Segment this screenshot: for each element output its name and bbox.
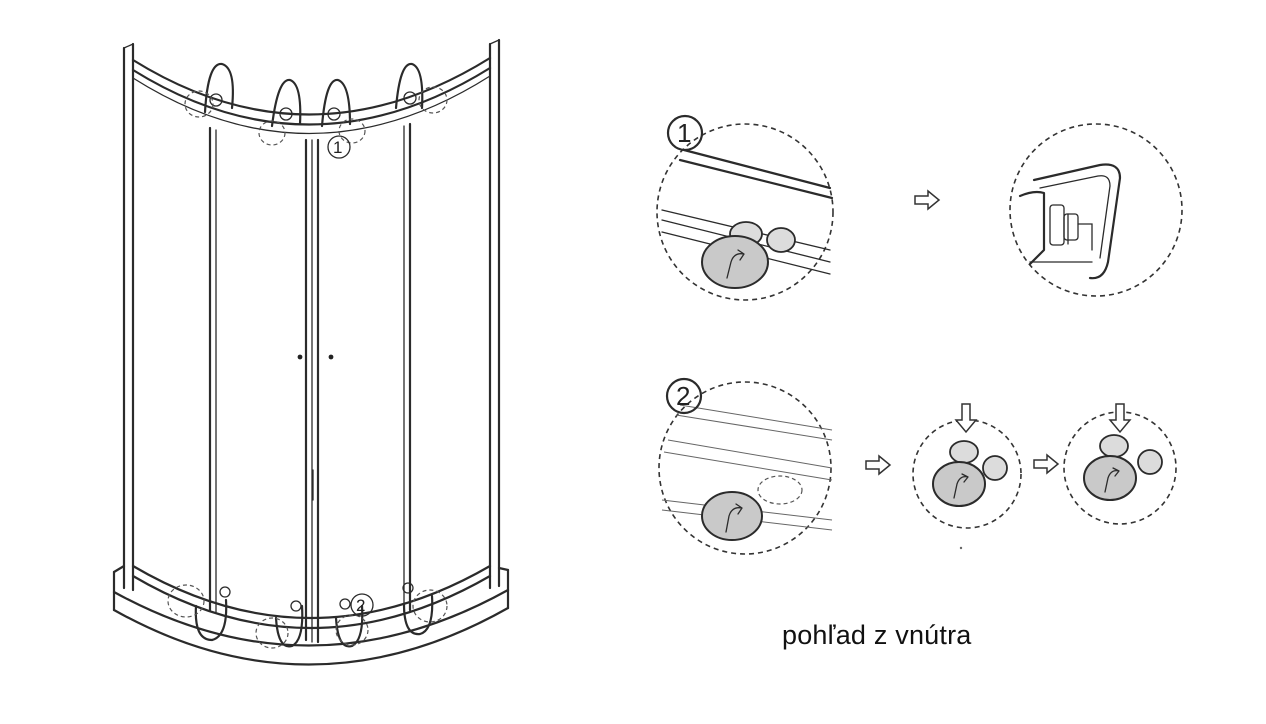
caption-inside-view: pohľad z vnútra: [782, 620, 972, 650]
callout-1-label: 1: [333, 138, 342, 157]
detail-2-step-press: [912, 403, 1022, 529]
detail-2-label: 2: [676, 381, 690, 411]
detail-1-label: 1: [677, 118, 691, 148]
arrow-right-icon: [914, 189, 941, 211]
detail-2-magnified: [658, 381, 833, 555]
callout-2-marker: 2: [350, 593, 374, 617]
arrow-right-icon: [1033, 453, 1060, 475]
detail-1-result: [1009, 123, 1183, 297]
callout-1-marker: 1: [327, 135, 351, 159]
detail-2-step-locked: [1063, 403, 1177, 525]
detail-2-number: 2: [665, 377, 703, 415]
detail-1-number: 1: [666, 114, 704, 152]
shower-enclosure: [112, 38, 510, 666]
callout-2-label: 2: [356, 596, 365, 615]
detail-1-magnified: [656, 123, 834, 301]
arrow-right-icon: [865, 454, 892, 476]
